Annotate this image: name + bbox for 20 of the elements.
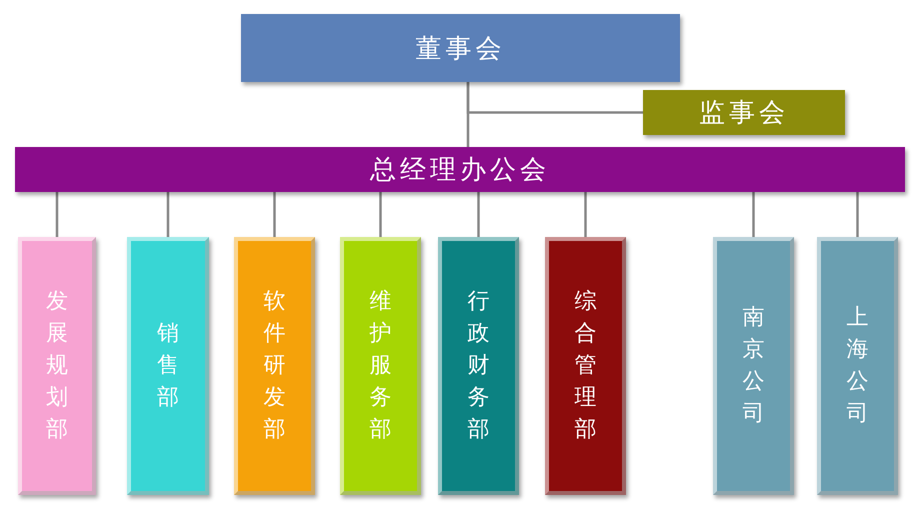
department-box: 南京公司 xyxy=(713,237,794,495)
department-box: 上海公司 xyxy=(817,237,898,495)
department-box: 综合管理部 xyxy=(545,237,626,495)
connector-line xyxy=(752,192,755,237)
department-box: 销售部 xyxy=(127,237,209,495)
connector-line xyxy=(56,192,58,237)
org-box: 总经理办公会 xyxy=(15,147,905,192)
connector-line xyxy=(477,192,480,237)
department-box: 行政财务部 xyxy=(438,237,519,495)
connector-line xyxy=(379,192,382,237)
org-box: 监事会 xyxy=(643,90,845,135)
department-box: 维护服务部 xyxy=(340,237,421,495)
connector-line xyxy=(166,192,170,237)
department-box: 软件研发部 xyxy=(234,237,315,495)
connector-line xyxy=(273,192,276,237)
connector-line xyxy=(856,192,859,237)
connector-line xyxy=(466,82,643,114)
connector-line xyxy=(584,192,587,237)
org-box: 董事会 xyxy=(241,14,680,82)
department-box: 发展规划部 xyxy=(18,237,96,495)
